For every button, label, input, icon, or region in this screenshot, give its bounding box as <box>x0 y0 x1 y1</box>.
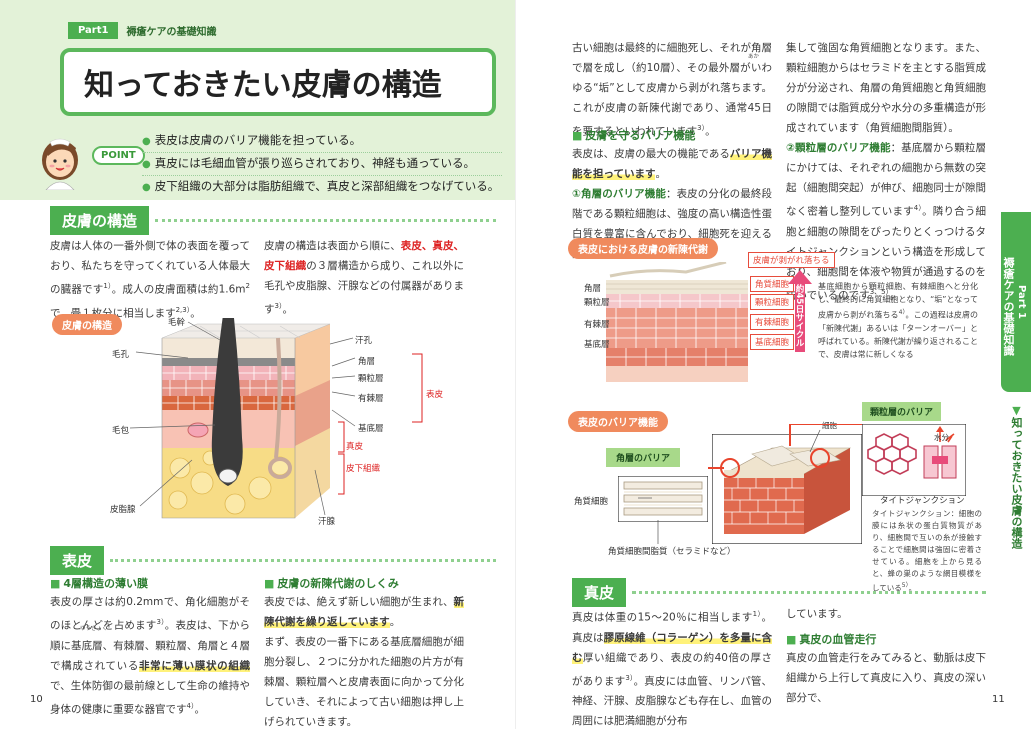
keratocyte-label: 角質細胞 <box>574 497 609 507</box>
label-follicle: 毛包 <box>112 426 130 436</box>
cell-box-spinous: 有棘細胞 <box>750 314 795 330</box>
page-title: 知っておきたい皮膚の構造 <box>60 48 496 116</box>
point-item: ●真皮には毛細血管が張り巡らされており、神経も通っている。 <box>142 153 502 176</box>
figure-title-skin-structure: 皮膚の構造 <box>52 314 122 335</box>
point-badge: POINT <box>92 146 145 165</box>
nurse-avatar <box>38 128 100 191</box>
dermis-text-continued: しています。 <box>786 608 848 620</box>
section-epidermis: 表皮 <box>50 546 496 575</box>
label-sweat-pore: 汗孔 <box>355 336 373 346</box>
label-sebaceous-gland: 皮脂腺 <box>110 505 136 515</box>
ruby-spinous: ゆうきょく <box>80 626 108 632</box>
ruby-aka: あか <box>748 54 760 60</box>
subsection-thin-membrane: ■4層構造の薄い膜 <box>50 577 149 590</box>
thin-membrane-text: 表皮の厚さは約0.2mmで、角化細胞がそのほとんどを占めます3）。表皮は、下から… <box>50 596 251 715</box>
cycle-label: 約45日サイクル <box>794 284 804 347</box>
barrier-3d-illustration <box>711 433 863 545</box>
lipid-label: 角質細胞間脂質（セラミドなど） <box>608 547 736 557</box>
figure3-leader-lines <box>638 424 862 544</box>
label-sweat-gland: 汗腺 <box>318 517 336 527</box>
figure1-leader-lines <box>129 321 423 516</box>
turnover-caption: 基底細胞から顆粒細胞、有棘細胞へと分化し、最終的に角質細胞となり、“垢”となって… <box>818 282 978 359</box>
subsection-vessels: ■真皮の血管走行 <box>786 633 877 646</box>
point-item: ●表皮は皮膚のバリア機能を担っている。 <box>142 130 502 153</box>
barrier-text: 表皮は、皮膚の最大の機能であるバリア機能を担っています。 ①角層のバリア機能：表… <box>572 148 773 260</box>
skin-structure-col1: 皮膚は人体の一番外側で体の表面を覆っており、私たちを守ってくれている人体最大の臓… <box>50 240 250 319</box>
label-spinous-layer: 有棘層 <box>358 394 384 404</box>
figure-title-barrier: 表皮のバリア機能 <box>568 411 668 432</box>
turnover-layer-basal: 基底層 <box>584 340 610 350</box>
bullet-icon: ● <box>142 182 151 193</box>
part-label: Part1 <box>68 22 119 39</box>
part-title: 褥瘡ケアの基礎知識 <box>126 27 217 38</box>
subsection-barrier: ■皮膚を守るバリア機能 <box>572 129 696 142</box>
granular-barrier-label: 顆粒層のバリア <box>862 402 942 421</box>
skin-structure-col2: 皮膚の構造は表面から順に、表皮、真皮、皮下組織の３層構造から成り、これ以外に毛孔… <box>264 240 465 316</box>
side-tab-subtitle: ▼知っておきたい皮膚の構造 <box>1010 404 1023 549</box>
bullet-icon: ● <box>142 159 151 170</box>
turnover-layer-granular: 顆粒層 <box>584 298 610 308</box>
vessel-text: 真皮の血管走行をみてみると、動脈は皮下組織から上行して真皮に入り、真皮の深い部分… <box>786 652 986 704</box>
label-basal-layer: 基底層 <box>358 424 384 434</box>
cell-box-basal: 基底細胞 <box>750 334 795 350</box>
page-gutter <box>515 0 516 729</box>
point-list: ●表皮は皮膚のバリア機能を担っている。 ●真皮には毛細血管が張り巡らされており、… <box>142 130 502 198</box>
section-title: 表皮 <box>50 546 105 575</box>
section-title: 皮膚の構造 <box>50 206 150 235</box>
label-subcutis: 皮下組織 <box>346 464 381 474</box>
label-dermis: 真皮 <box>346 442 364 452</box>
turnover-layer-horny: 角層 <box>584 284 602 294</box>
label-epidermis: 表皮 <box>426 390 444 400</box>
skin-cross-section-illustration <box>150 308 340 528</box>
dermis-text: 真皮は体重の15〜20％に相当します1）。真皮は膠原線維（コラーゲン）を多量に含… <box>572 610 773 727</box>
figure-title-turnover: 表皮における皮膚の新陳代謝 <box>568 238 718 259</box>
turnover-layer-spinous: 有棘層 <box>584 320 610 330</box>
label-hair-shaft: 毛幹 <box>168 318 186 328</box>
cycle-arrow <box>788 270 812 352</box>
label-pore: 毛孔 <box>112 350 130 360</box>
water-label: 水分 <box>934 433 949 442</box>
cell-box-granular: 顆粒細胞 <box>750 294 795 310</box>
triangle-icon: ▼ <box>1010 404 1023 417</box>
turnover-illustration <box>606 260 748 382</box>
point-item: ●皮下組織の大部分は脂肪組織で、真皮と深部組織をつなげている。 <box>142 179 500 193</box>
page-number-right: 11 <box>992 694 1005 705</box>
section-dermis: 真皮 <box>572 578 986 607</box>
side-tab-part: Part 1 褥瘡ケアの基礎知識 <box>1001 212 1031 392</box>
metabolism-continued: 古い細胞は最終的に細胞死し、それが角層で層を成し（約10層）、その最外層がいわゆ… <box>572 42 772 138</box>
tight-junction-caption: タイトジャンクション：細胞の膜には糸状の蛋白質物質があり、細胞間で互いの糸が接触… <box>872 509 982 593</box>
subsection-metabolism: ■皮膚の新陳代謝のしくみ <box>264 577 399 590</box>
metabolism-text: 表皮では、絶えず新しい細胞が生まれ、新陳代謝を繰り返しています。まず、表皮の一番… <box>264 596 464 728</box>
page-number-left: 10 <box>30 694 43 705</box>
tight-junction-diagram <box>861 423 967 497</box>
bullet-icon: ● <box>142 136 151 147</box>
tight-junction-label: タイトジャンクション <box>880 496 965 506</box>
right-col2-text: 集して強固な角質細胞となります。また、顆粒細胞からはセラミドを主とする脂質成分が… <box>786 42 986 301</box>
cell-label: 細胞 <box>822 421 837 430</box>
horny-barrier-label: 角層のバリア <box>606 448 681 467</box>
section-skin-structure: 皮膚の構造 <box>50 206 496 235</box>
peel-off-label: 皮膚が剥がれ落ちる <box>748 252 835 268</box>
section-title: 真皮 <box>572 578 627 607</box>
label-horny-layer: 角層 <box>358 357 376 367</box>
label-granular-layer: 顆粒層 <box>358 374 384 384</box>
lipid-layer-diagram <box>617 475 709 523</box>
